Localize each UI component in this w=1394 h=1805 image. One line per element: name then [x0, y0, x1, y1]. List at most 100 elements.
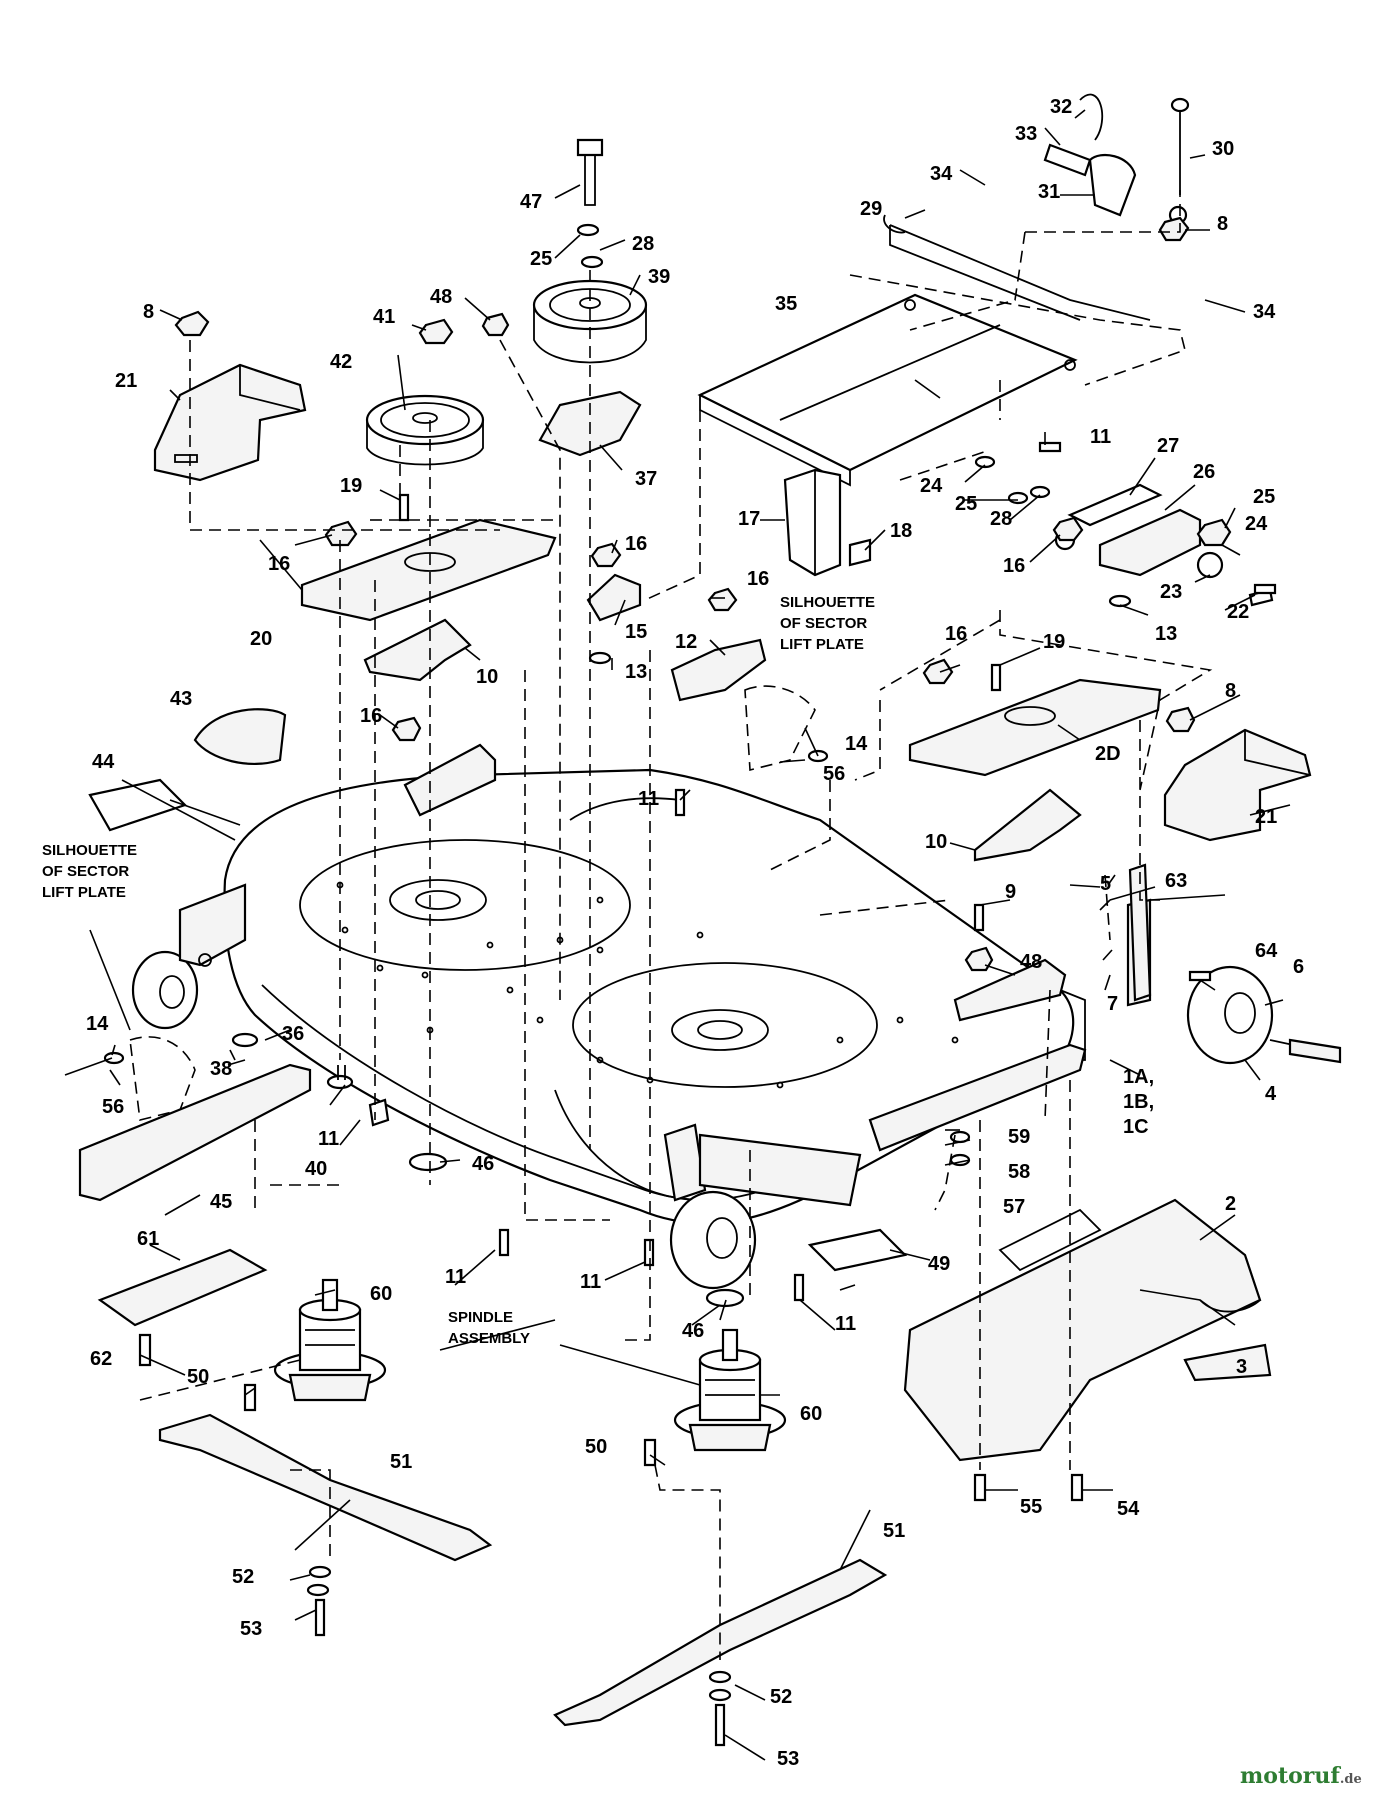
hanger-bracket-right: [1163, 728, 1312, 842]
part-label-10b: 10: [925, 831, 947, 853]
part-label-56b: 56: [102, 1096, 124, 1118]
bracket-15: [586, 573, 642, 622]
part-label-60a: 60: [370, 1283, 392, 1305]
part-label-37: 37: [635, 468, 657, 490]
part-label-8a: 8: [1217, 213, 1228, 235]
part-label-1b: 1B,: [1123, 1091, 1154, 1113]
part-label-46a: 46: [472, 1153, 494, 1175]
sector-silhouette-left: [129, 1036, 196, 1121]
blade-guard-left: [363, 618, 472, 682]
bracket-17: [783, 468, 872, 577]
part-label-57: 57: [1003, 1196, 1025, 1218]
part-label-53b: 53: [777, 1748, 799, 1770]
part-label-6: 6: [1293, 956, 1304, 978]
part-label-50a: 50: [187, 1366, 209, 1388]
note-silhouette-left-line3: LIFT PLATE: [42, 884, 126, 901]
part-label-16d: 16: [360, 705, 382, 727]
part-label-4: 4: [1265, 1083, 1277, 1105]
part-label-8b: 8: [143, 301, 154, 323]
part-label-34b: 34: [1253, 301, 1276, 323]
decal-43: [193, 708, 287, 765]
pin-33: [1043, 93, 1137, 217]
part-label-49: 49: [928, 1253, 950, 1275]
part-label-14b: 14: [86, 1013, 109, 1035]
part-label-44: 44: [92, 751, 115, 773]
part-label-51a: 51: [390, 1451, 412, 1473]
part-label-24a: 24: [920, 475, 943, 497]
part-label-25b: 25: [955, 493, 977, 515]
part-label-53a: 53: [240, 1618, 262, 1640]
part-label-21a: 21: [115, 370, 137, 392]
callout-silhouette-right: SILHOUETTE OF SECTOR LIFT PLATE: [780, 594, 875, 653]
note-silhouette-right-line2: OF SECTOR: [780, 615, 867, 632]
part-label-41: 41: [373, 306, 395, 328]
part-label-8c: 8: [1225, 680, 1236, 702]
note-spindle-line1: SPINDLE: [448, 1309, 513, 1326]
bolt-47: [576, 138, 604, 206]
part-label-45: 45: [210, 1191, 232, 1213]
part-label-63: 63: [1165, 870, 1187, 892]
part-label-38: 38: [210, 1058, 232, 1080]
part-label-23: 23: [1160, 581, 1182, 603]
watermark-suffix: .de: [1340, 1772, 1362, 1787]
part-label-60b: 60: [800, 1403, 822, 1425]
part-label-1c: 1C: [1123, 1116, 1149, 1138]
part-label-64: 64: [1255, 940, 1278, 962]
part-label-18: 18: [890, 520, 912, 542]
part-label-16b: 16: [625, 533, 647, 555]
part-label-29: 29: [860, 198, 882, 220]
discharge-chute-2: [903, 1198, 1262, 1462]
part-label-36: 36: [282, 1023, 304, 1045]
part-label-26: 26: [1193, 461, 1215, 483]
part-label-19a: 19: [340, 475, 362, 497]
part-label-46b: 46: [682, 1320, 704, 1342]
plate-61: [97, 1248, 268, 1327]
deflector-3: [1183, 1343, 1272, 1382]
hanger-bracket-left: [153, 363, 307, 482]
part-label-1a: 1A,: [1123, 1066, 1154, 1088]
part-label-7: 7: [1107, 993, 1118, 1015]
note-silhouette-left-line2: OF SECTOR: [42, 863, 129, 880]
blade-left-51: [158, 1413, 493, 1562]
part-label-15: 15: [625, 621, 647, 643]
note-spindle-line2: ASSEMBLY: [448, 1330, 530, 1347]
part-label-27: 27: [1157, 435, 1179, 457]
wheel-right: [1126, 898, 1342, 1065]
part-label-16f: 16: [1003, 555, 1025, 577]
part-label-11e: 11: [580, 1271, 601, 1293]
fasteners: [103, 216, 1277, 1747]
wheel-front-center: [663, 1123, 862, 1290]
mount-bracket-left: [403, 743, 497, 817]
part-label-55: 55: [1020, 1496, 1042, 1518]
pulley-42: [365, 394, 485, 466]
sector-silhouette-right: [744, 685, 816, 772]
part-label-43: 43: [170, 688, 192, 710]
part-label-50b: 50: [585, 1436, 607, 1458]
spindle-assembly-left: [273, 1278, 387, 1402]
side-rail-45: [78, 1063, 312, 1202]
part-label-16e: 16: [945, 623, 967, 645]
part-label-39: 39: [648, 266, 670, 288]
part-label-35: 35: [775, 293, 797, 315]
part-label-12: 12: [675, 631, 697, 653]
part-label-25c: 25: [1253, 486, 1275, 508]
callout-spindle-assembly: SPINDLE ASSEMBLY: [448, 1309, 530, 1347]
watermark-logo: motoruf.de: [1240, 1763, 1362, 1789]
watermark-brand: motoruf: [1240, 1763, 1341, 1789]
part-label-52a: 52: [232, 1566, 254, 1588]
part-label-40: 40: [305, 1158, 327, 1180]
part-label-20: 20: [250, 628, 272, 650]
part-label-56a: 56: [823, 763, 845, 785]
part-label-3: 3: [1236, 1356, 1247, 1378]
part-label-48a: 48: [430, 286, 452, 308]
note-silhouette-left-line1: SILHOUETTE: [42, 842, 137, 859]
pin-30: [1168, 97, 1190, 225]
part-label-42: 42: [330, 351, 352, 373]
decal-49: [807, 1228, 908, 1272]
part-label-34a: 34: [930, 163, 953, 185]
note-silhouette-right-line1: SILHOUETTE: [780, 594, 875, 611]
part-label-48b: 48: [1020, 951, 1042, 973]
baffle-right: [908, 678, 1162, 777]
part-label-11c: 11: [318, 1128, 339, 1150]
